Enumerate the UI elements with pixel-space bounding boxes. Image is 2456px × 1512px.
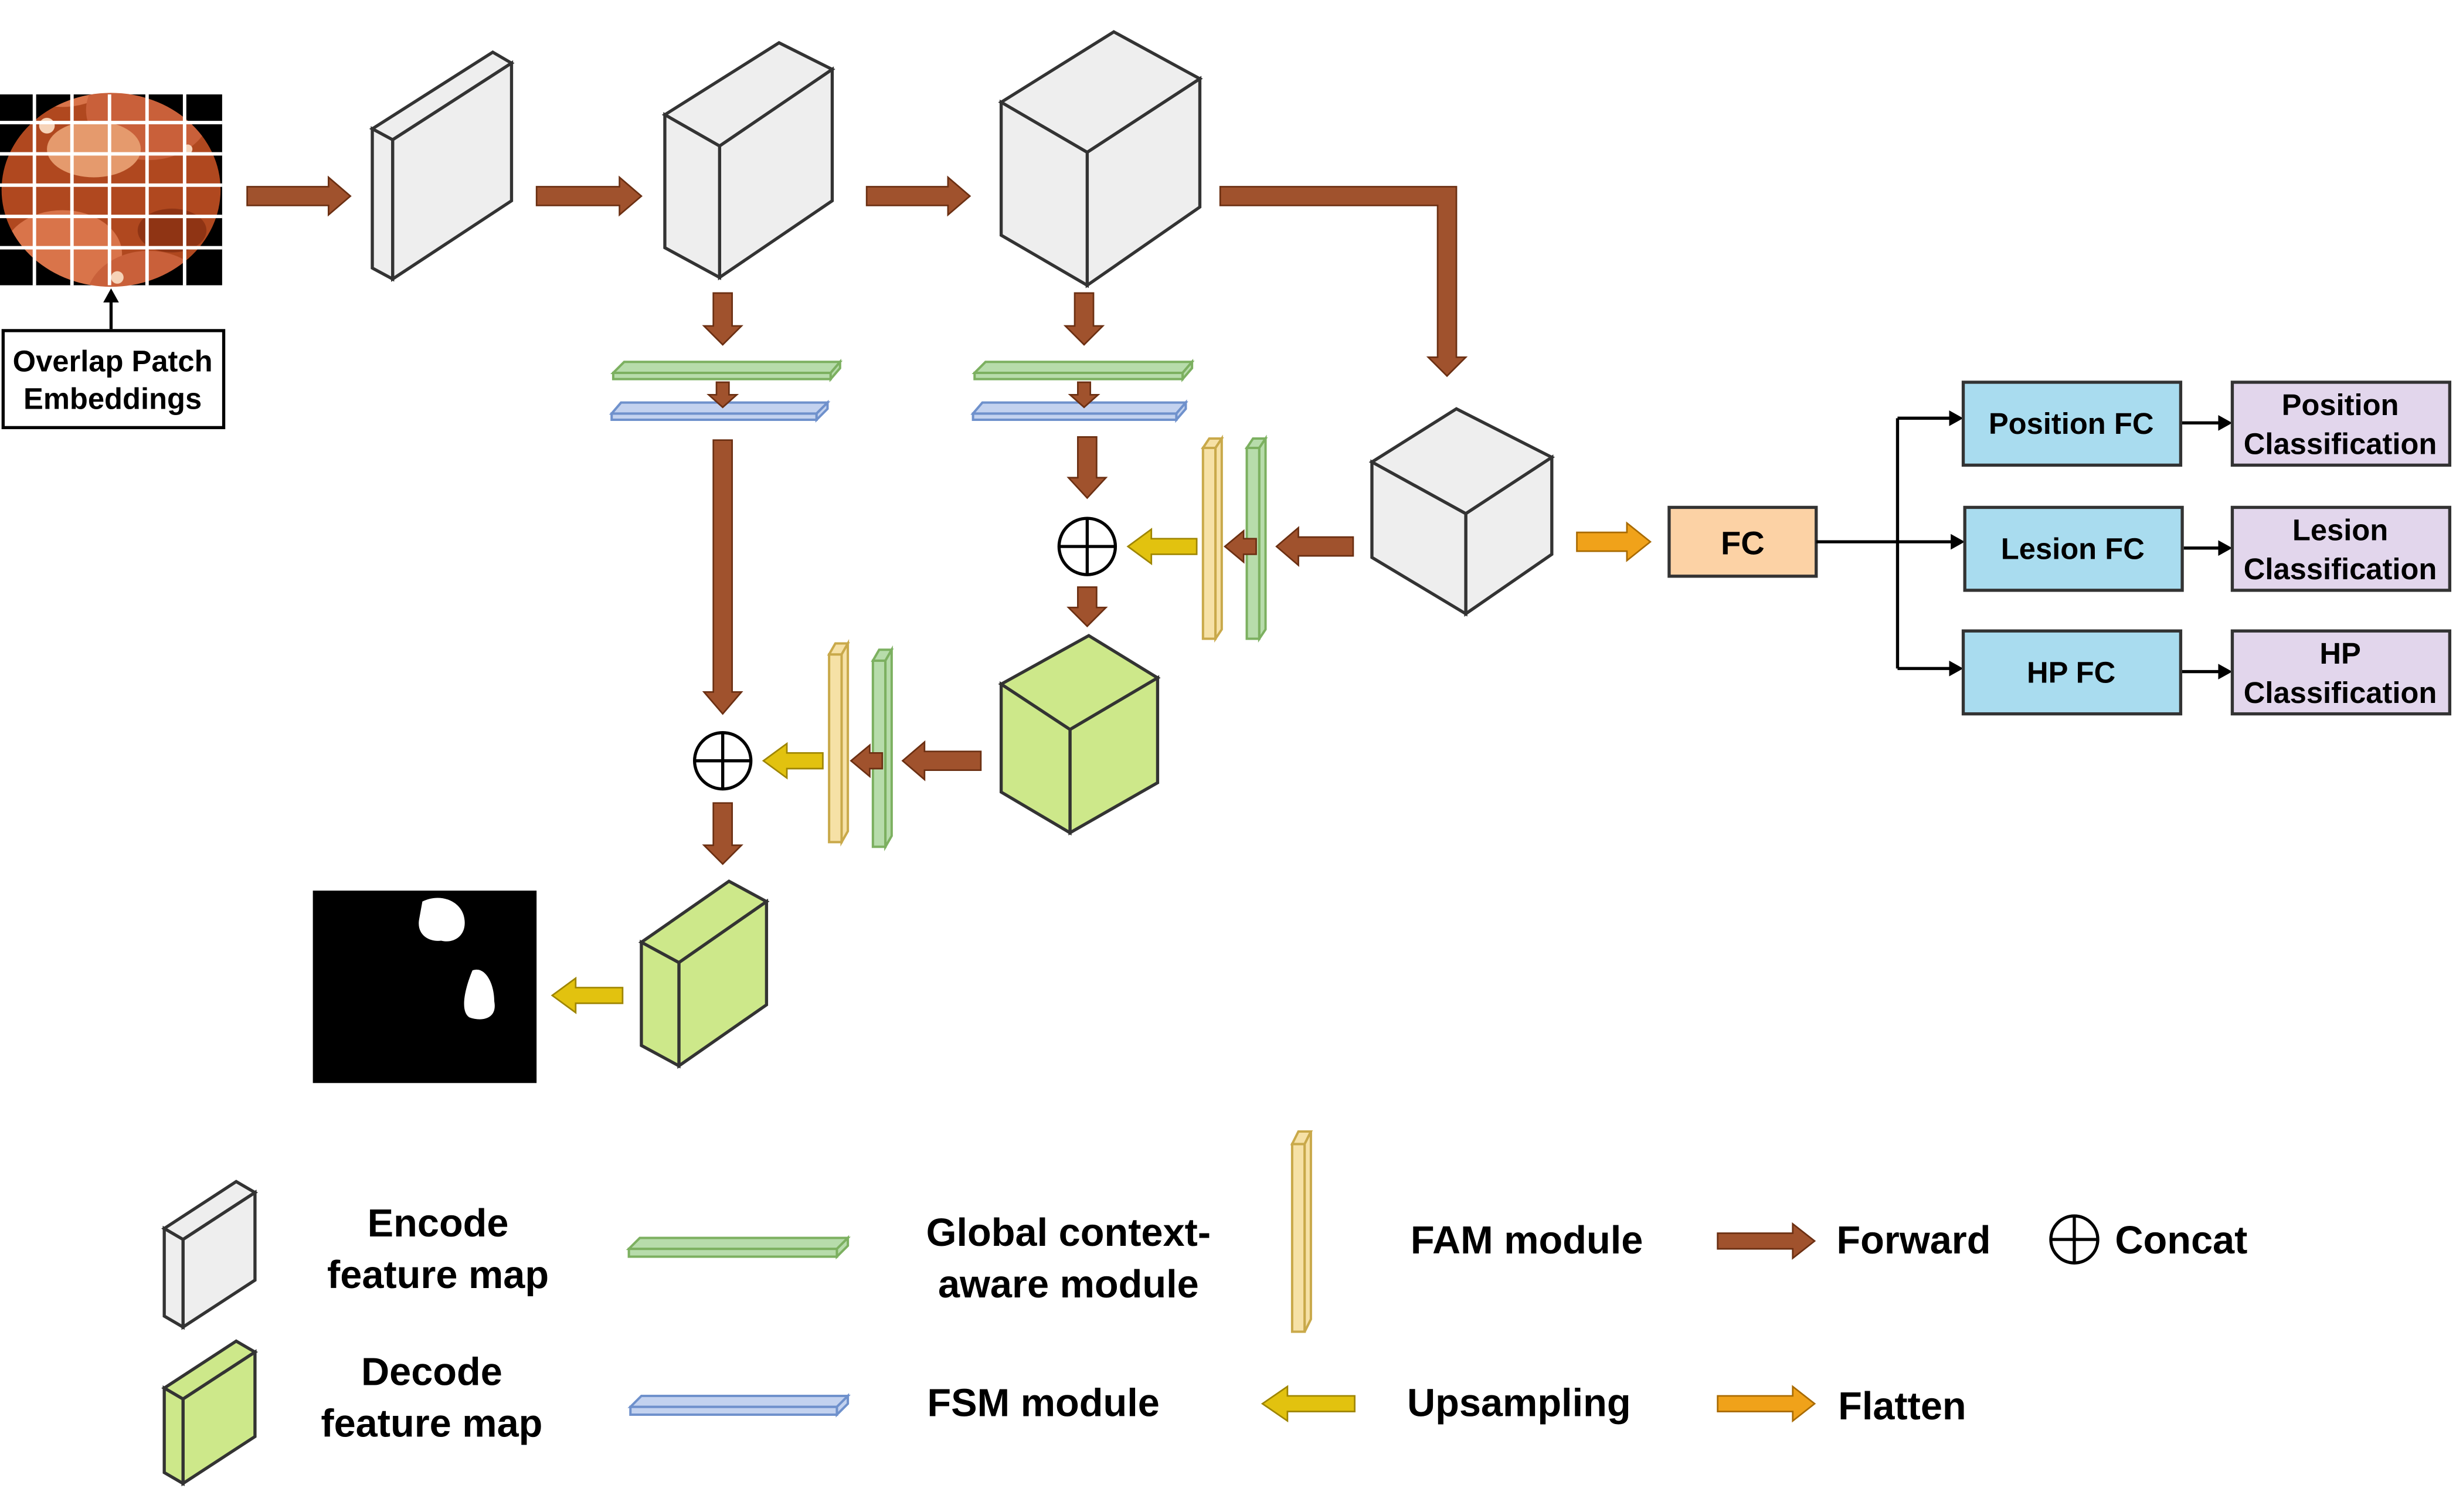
forward-arrow-left-2b xyxy=(850,743,884,779)
legend-concat-label: Concat xyxy=(2115,1219,2247,1262)
decode-cube-1 xyxy=(998,634,1161,836)
position-fc-box: Position FC xyxy=(1961,380,2183,467)
input-label-line2: Embeddings xyxy=(23,382,202,415)
patch-grid xyxy=(0,94,222,286)
forward-arrow-down-4 xyxy=(1066,586,1108,628)
concat-symbol-1 xyxy=(1057,517,1117,576)
input-label-line1: Overlap Patch xyxy=(13,344,213,378)
legend-decode-line2: feature map xyxy=(321,1402,542,1445)
overlap-patch-embeddings-box: Overlap Patch Embeddings xyxy=(1,329,226,430)
position-classification-box: Position Classification xyxy=(2230,380,2451,467)
gca-module-1 xyxy=(610,358,843,383)
forward-arrow-down-2 xyxy=(1063,292,1105,346)
encode-cube-2 xyxy=(661,40,835,281)
lesion-class-line1: Lesion xyxy=(2292,513,2388,546)
legend-upsampling-arrow xyxy=(1261,1385,1356,1423)
forward-arrow-left-2 xyxy=(901,740,982,782)
legend: Encode feature map Decode feature map Gl… xyxy=(161,1130,2247,1487)
legend-fam-icon xyxy=(1290,1130,1313,1333)
legend-encode-cube-icon xyxy=(161,1180,258,1330)
branch-arrowheads xyxy=(1949,410,2233,679)
position-class-line2: Classification xyxy=(2244,427,2437,461)
legend-encode-line2: feature map xyxy=(327,1253,549,1297)
segmentation-output-mask xyxy=(312,891,537,1083)
lesion-class-line2: Classification xyxy=(2244,552,2437,586)
forward-arrow-3 xyxy=(865,175,971,217)
position-class-line1: Position xyxy=(2282,388,2399,422)
fc-box: FC xyxy=(1667,505,1818,578)
forward-arrow-long-down xyxy=(702,439,743,715)
fsm-module-2 xyxy=(970,399,1188,423)
forward-arrow-elbow xyxy=(1219,186,1468,378)
fc-label: FC xyxy=(1721,524,1765,561)
forward-arrow-1 xyxy=(246,175,352,217)
legend-forward-arrow xyxy=(1717,1222,1816,1260)
legend-upsampling-label: Upsampling xyxy=(1407,1382,1631,1425)
legend-flatten-arrow xyxy=(1717,1385,1816,1423)
legend-fsm-label: FSM module xyxy=(927,1382,1159,1425)
fam-module-1 xyxy=(1201,434,1224,643)
forward-arrow-down-1b xyxy=(706,381,739,409)
gca-module-2 xyxy=(971,358,1195,383)
upsample-arrow-1 xyxy=(1126,528,1198,566)
arrow-patch-to-image xyxy=(103,288,119,329)
legend-fam-label: FAM module xyxy=(1411,1219,1643,1262)
hp-fc-label: HP FC xyxy=(2027,655,2115,689)
decode-cube-2 xyxy=(638,879,770,1069)
hp-fc-box: HP FC xyxy=(1961,629,2183,716)
forward-arrow-left-1b xyxy=(1224,529,1257,564)
lesion-fc-label: Lesion FC xyxy=(2001,532,2145,565)
encode-cube-3 xyxy=(998,30,1203,288)
upsample-arrow-2 xyxy=(762,742,824,780)
legend-gca-icon xyxy=(626,1235,851,1260)
hp-classification-box: HP Classification xyxy=(2230,629,2451,716)
hp-class-line1: HP xyxy=(2319,637,2360,670)
forward-arrow-2 xyxy=(535,175,643,217)
gca-vertical-2 xyxy=(871,645,894,851)
legend-flatten-label: Flatten xyxy=(1838,1385,1966,1428)
encode-cube-4 xyxy=(1368,407,1555,617)
legend-concat-symbol xyxy=(2049,1214,2100,1265)
legend-fsm-icon xyxy=(627,1393,851,1418)
lesion-classification-box: Lesion Classification xyxy=(2230,505,2451,592)
legend-gca-line1: Global context- xyxy=(926,1211,1211,1255)
legend-gca-line2: aware module xyxy=(938,1263,1199,1306)
forward-arrow-down-1 xyxy=(702,292,743,346)
upsample-arrow-3 xyxy=(551,976,624,1014)
forward-arrow-down-5 xyxy=(702,802,743,865)
position-fc-label: Position FC xyxy=(1989,407,2154,440)
fam-module-2 xyxy=(827,639,850,847)
legend-encode-line1: Encode xyxy=(368,1202,509,1245)
input-endoscopy-image xyxy=(0,93,222,287)
hp-class-line2: Classification xyxy=(2244,676,2437,709)
legend-decode-cube-icon xyxy=(161,1339,258,1487)
legend-decode-line1: Decode xyxy=(361,1350,502,1394)
forward-arrow-down-3 xyxy=(1066,436,1108,500)
fsm-module-1 xyxy=(609,399,831,423)
lesion-fc-box: Lesion FC xyxy=(1963,505,2184,592)
forward-arrow-down-2b xyxy=(1068,381,1100,409)
concat-symbol-2 xyxy=(692,730,753,791)
encode-cube-1 xyxy=(369,50,515,282)
legend-forward-label: Forward xyxy=(1836,1219,1990,1262)
forward-arrow-left-1 xyxy=(1275,526,1354,568)
branch-connectors xyxy=(1816,416,2221,674)
flatten-arrow xyxy=(1576,521,1652,562)
